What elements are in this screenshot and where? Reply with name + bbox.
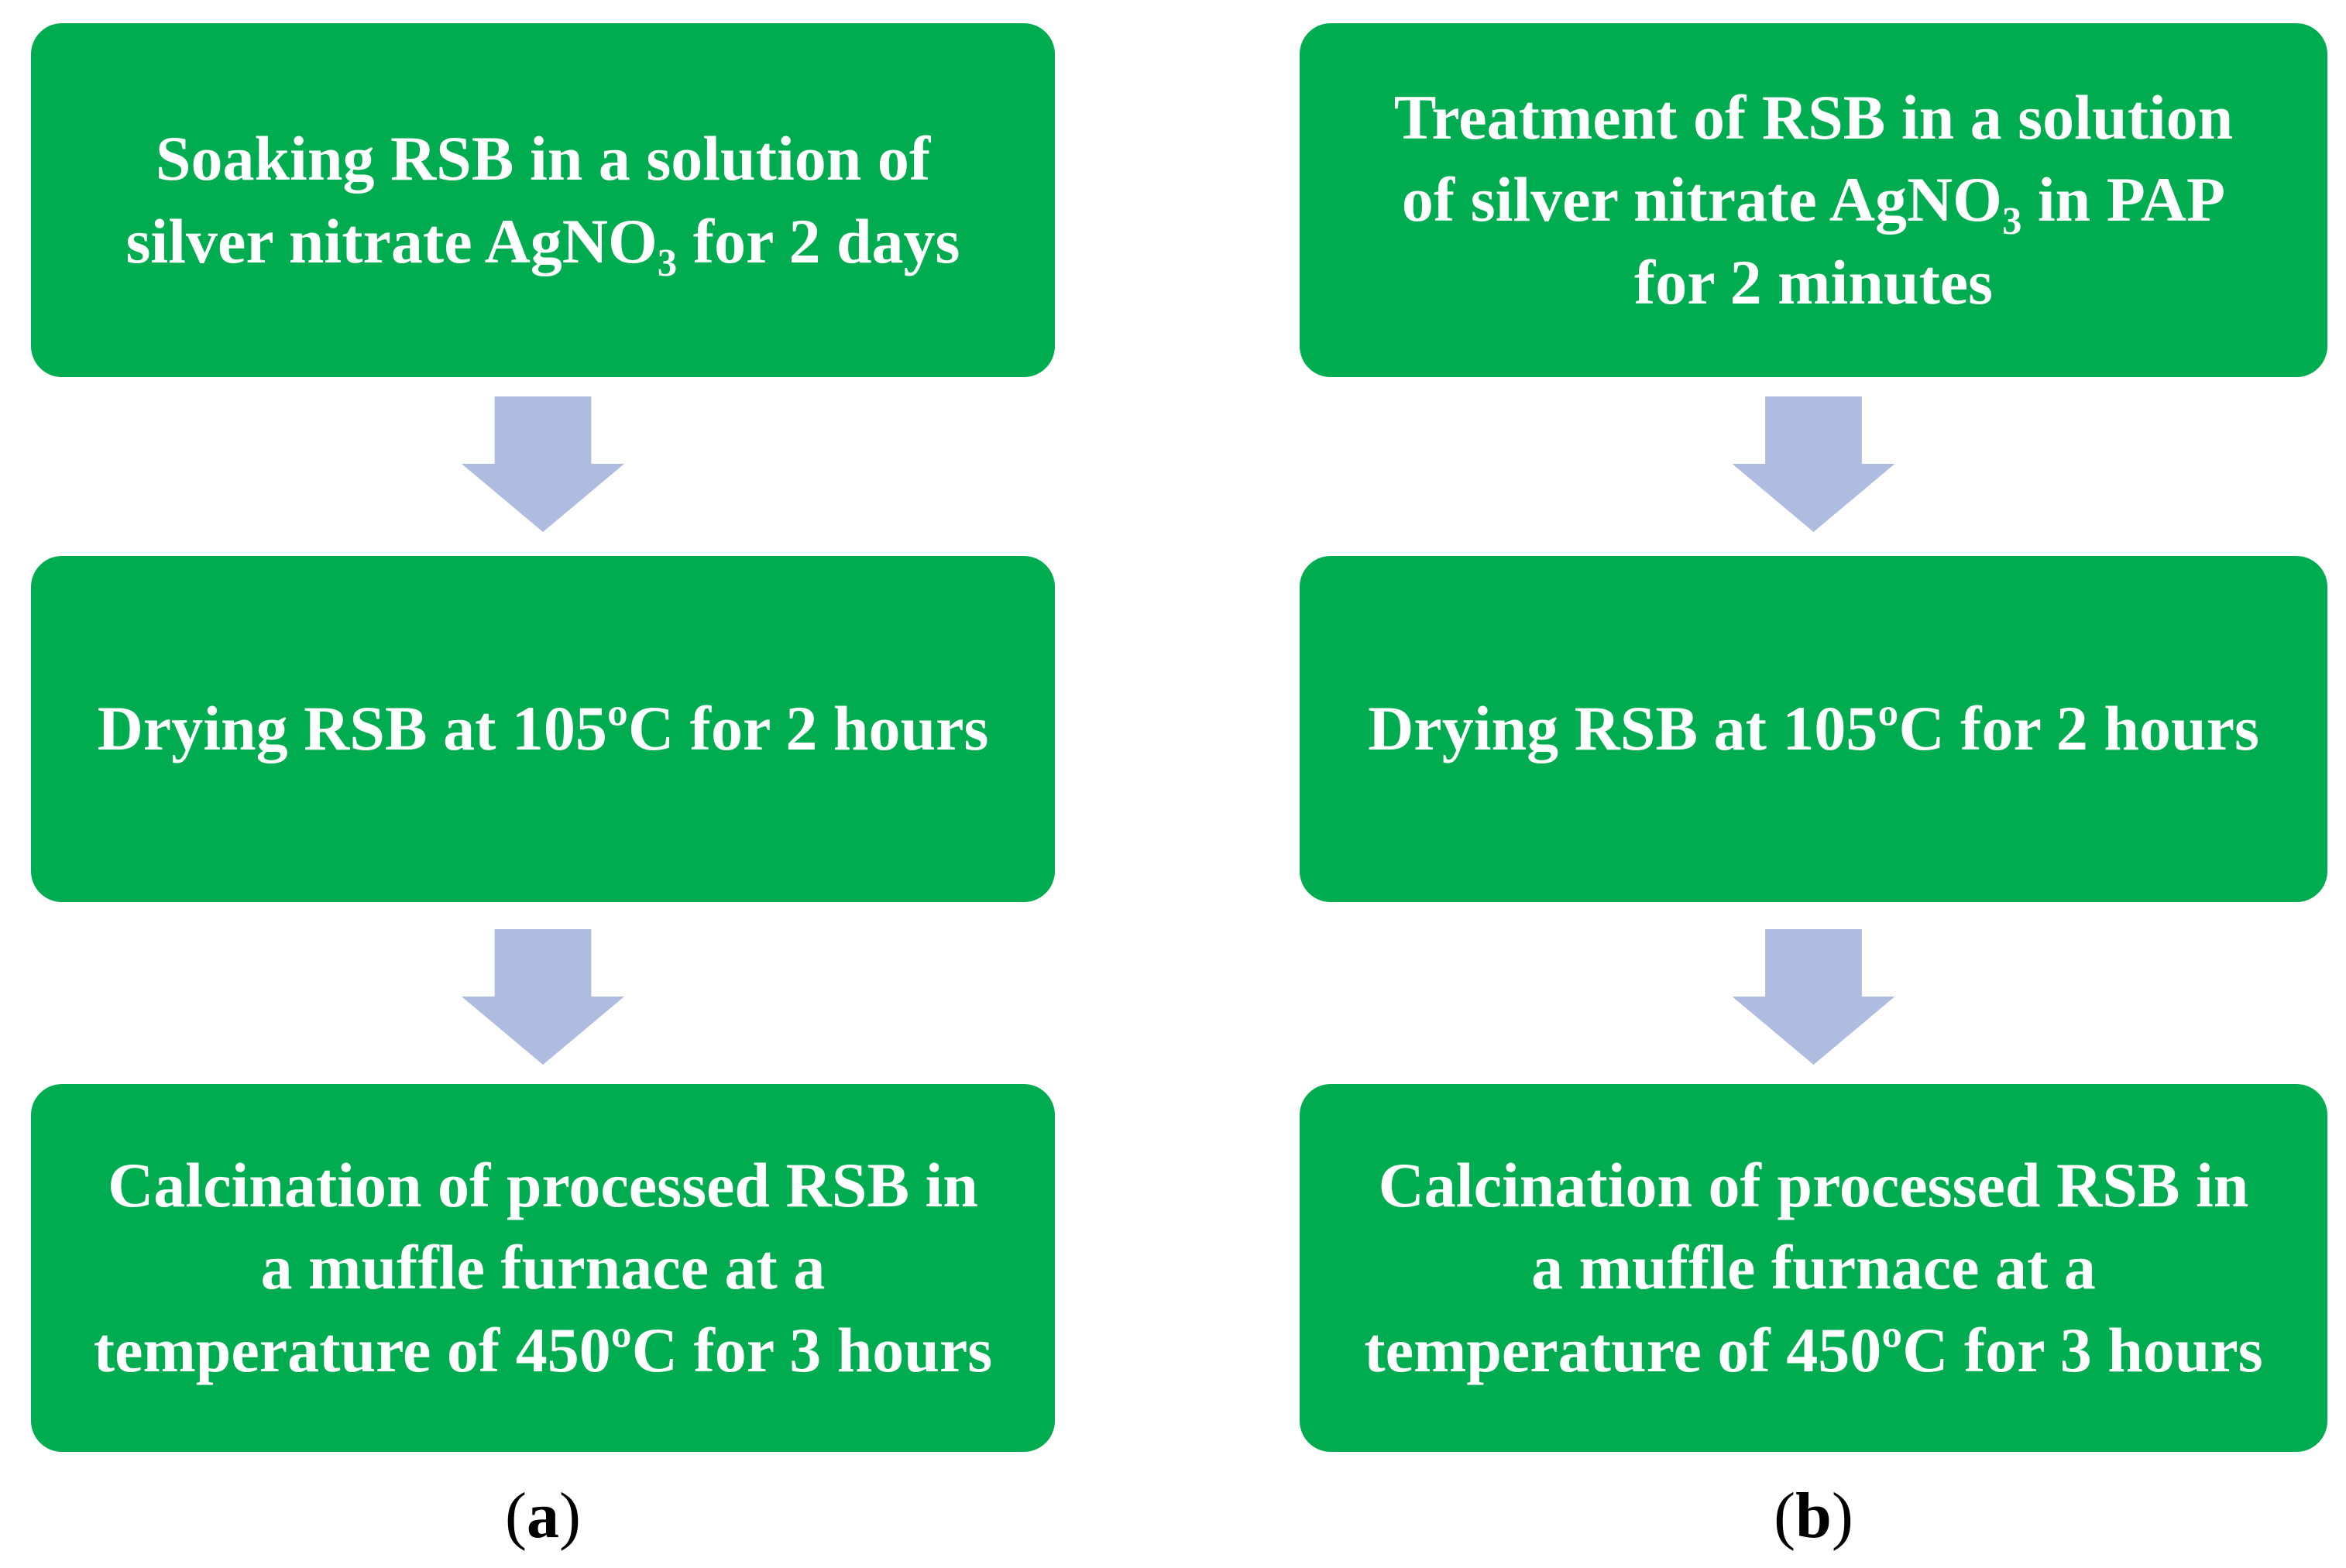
down-arrow-icon <box>1732 929 1895 1065</box>
text-line: a muffle furnace at a <box>1531 1232 2096 1303</box>
figure-label-a: (a) <box>31 1479 1055 1554</box>
label-paren-open: ( <box>1774 1480 1796 1552</box>
down-arrow-icon <box>462 929 624 1065</box>
label-paren-close: ) <box>1831 1480 1853 1552</box>
flow-column-a: Soaking RSB in a solution of silver nitra… <box>31 0 1055 1568</box>
label-letter: a <box>527 1480 559 1552</box>
label-paren-open: ( <box>505 1480 527 1552</box>
step-box-calcination: Calcination of processed RSB in a muffle … <box>31 1084 1055 1452</box>
text-line: silver nitrate AgNO3 for 2 days <box>125 205 960 284</box>
down-arrow-icon <box>1732 396 1895 532</box>
text-line: temperature of 450ºC for 3 hours <box>93 1314 993 1385</box>
figure-label-b: (b) <box>1300 1479 2327 1554</box>
step-box-treatment: Treatment of RSB in a solution of silver … <box>1300 23 2327 377</box>
step-box-drying: Drying RSB at 105ºC for 2 hours <box>1300 556 2327 902</box>
down-arrow-icon <box>462 396 624 532</box>
text-line: a muffle furnace at a <box>260 1232 826 1303</box>
text-line: Calcination of processed RSB in <box>108 1149 978 1220</box>
text-line: temperature of 450ºC for 3 hours <box>1364 1314 2263 1385</box>
label-letter: b <box>1795 1480 1832 1552</box>
step-box-calcination: Calcination of processed RSB in a muffle … <box>1300 1084 2327 1452</box>
text-line: Treatment of RSB in a solution <box>1393 81 2234 153</box>
text-line: Drying RSB at 105ºC for 2 hours <box>1368 693 2259 764</box>
text-line: Calcination of processed RSB in <box>1378 1149 2249 1220</box>
step-box-soaking: Soaking RSB in a solution of silver nitra… <box>31 23 1055 377</box>
text-line: of silver nitrate AgNO3 in PAP <box>1401 164 2226 243</box>
text-line: for 2 minutes <box>1633 246 1994 317</box>
step-box-drying: Drying RSB at 105ºC for 2 hours <box>31 556 1055 902</box>
label-paren-close: ) <box>559 1480 581 1552</box>
text-line: Soaking RSB in a solution of <box>155 122 931 194</box>
text-line: Drying RSB at 105ºC for 2 hours <box>97 693 989 764</box>
flow-column-b: Treatment of RSB in a solution of silver … <box>1300 0 2327 1568</box>
